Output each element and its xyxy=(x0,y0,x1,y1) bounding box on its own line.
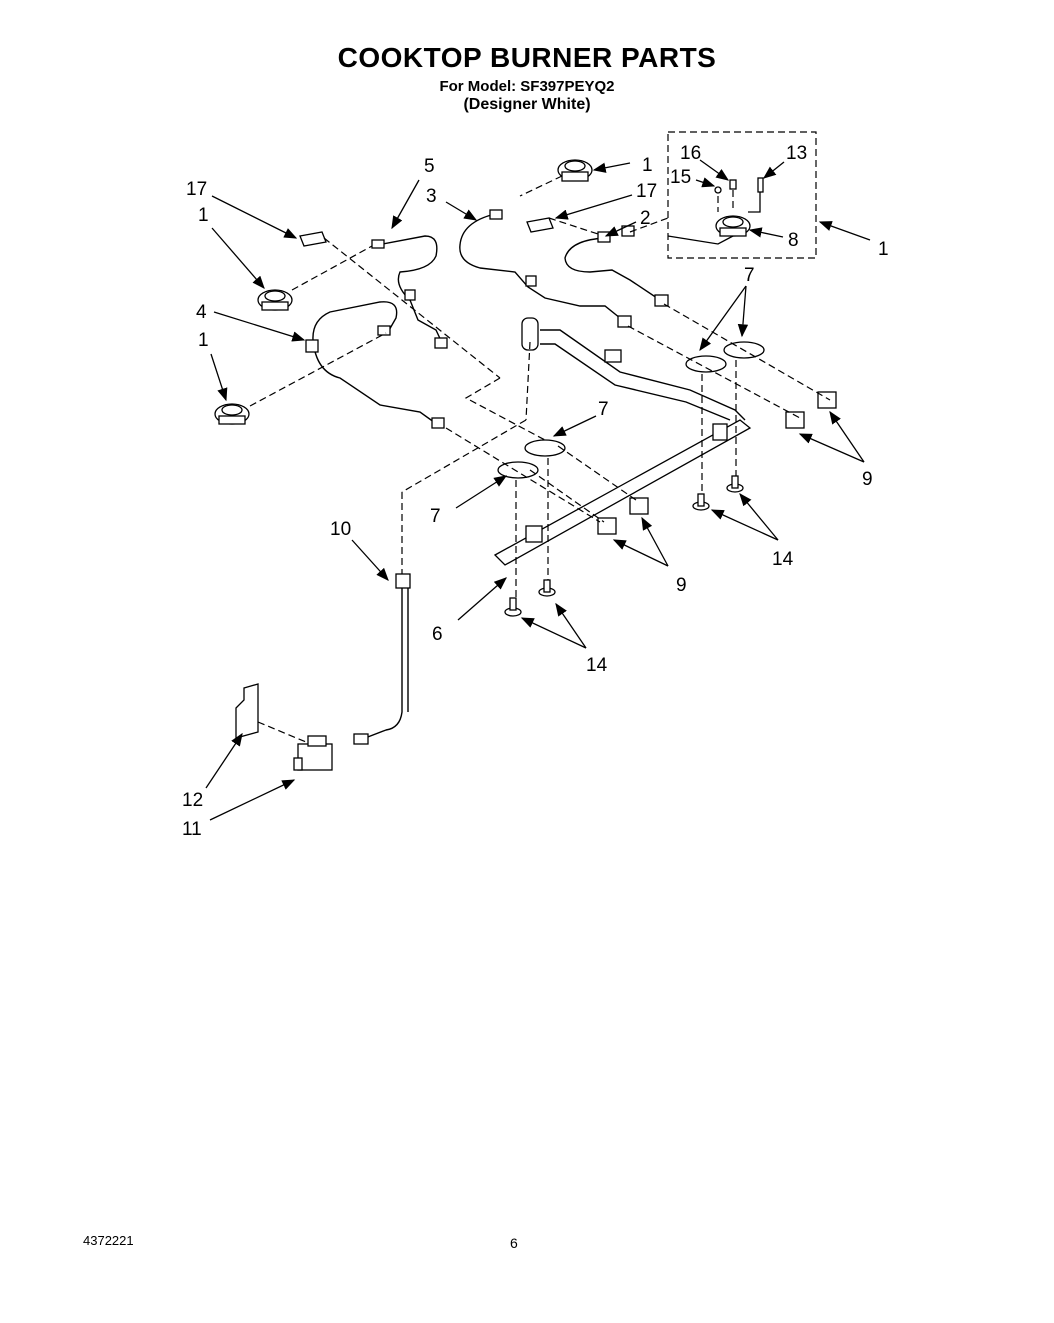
regulator xyxy=(293,735,333,771)
callout-1-right: 1 xyxy=(878,239,889,260)
bracket-left xyxy=(299,231,327,247)
document-number: 4372221 xyxy=(83,1233,134,1248)
manifold xyxy=(493,317,752,566)
callout-6: 6 xyxy=(432,624,443,645)
callout-1-lower-left: 1 xyxy=(198,330,209,351)
leader-arrows xyxy=(205,159,871,821)
callout-3: 3 xyxy=(426,186,437,207)
callout-7-right: 7 xyxy=(744,265,755,286)
tube-fitting-10 xyxy=(395,573,411,589)
callout-11: 11 xyxy=(182,819,202,840)
callout-14-center: 14 xyxy=(586,655,608,676)
callout-8: 8 xyxy=(788,230,799,251)
detail-box xyxy=(667,131,817,259)
callout-10: 10 xyxy=(330,519,351,540)
callout-4: 4 xyxy=(196,302,207,323)
callout-5: 5 xyxy=(424,156,435,177)
callout-14-right: 14 xyxy=(772,549,794,570)
orifice-holders xyxy=(597,391,837,535)
callout-7-center: 7 xyxy=(598,399,609,420)
callout-9-center: 9 xyxy=(676,575,687,596)
tube-2 xyxy=(564,237,661,301)
page-title: COOKTOP BURNER PARTS xyxy=(337,42,717,73)
mounting-screws xyxy=(504,475,744,617)
burner-base-detail-8 xyxy=(715,215,751,237)
callout-7-left: 7 xyxy=(430,506,441,527)
bracket-right xyxy=(526,217,554,233)
callout-15: 15 xyxy=(670,167,691,188)
tube-3 xyxy=(459,213,626,323)
page-number: 6 xyxy=(510,1235,518,1251)
model-line: For Model: SF397PEYQ2 xyxy=(439,78,615,95)
callout-1-top: 1 xyxy=(642,155,653,176)
callout-1-upper-left: 1 xyxy=(198,205,209,226)
callout-13: 13 xyxy=(786,143,807,164)
burner-base-left-upper xyxy=(257,289,293,311)
tube-fitting-11 xyxy=(353,733,369,745)
callout-2: 2 xyxy=(640,208,651,229)
main-gas-tube xyxy=(359,585,403,741)
tube-4 xyxy=(312,301,439,426)
callout-16: 16 xyxy=(680,143,701,164)
regulator-bracket xyxy=(235,683,259,739)
assembly-lines xyxy=(249,175,831,743)
callout-9-right: 9 xyxy=(862,469,873,490)
color-line: (Designer White) xyxy=(463,96,591,113)
detail-screws xyxy=(714,177,764,213)
callout-12: 12 xyxy=(182,790,203,811)
tube-fittings xyxy=(305,209,669,429)
callout-17-right: 17 xyxy=(636,181,657,202)
burner-base-left-lower xyxy=(214,403,250,425)
callout-17-left: 17 xyxy=(186,179,207,200)
burner-base-top xyxy=(557,159,593,182)
valves xyxy=(497,341,765,479)
